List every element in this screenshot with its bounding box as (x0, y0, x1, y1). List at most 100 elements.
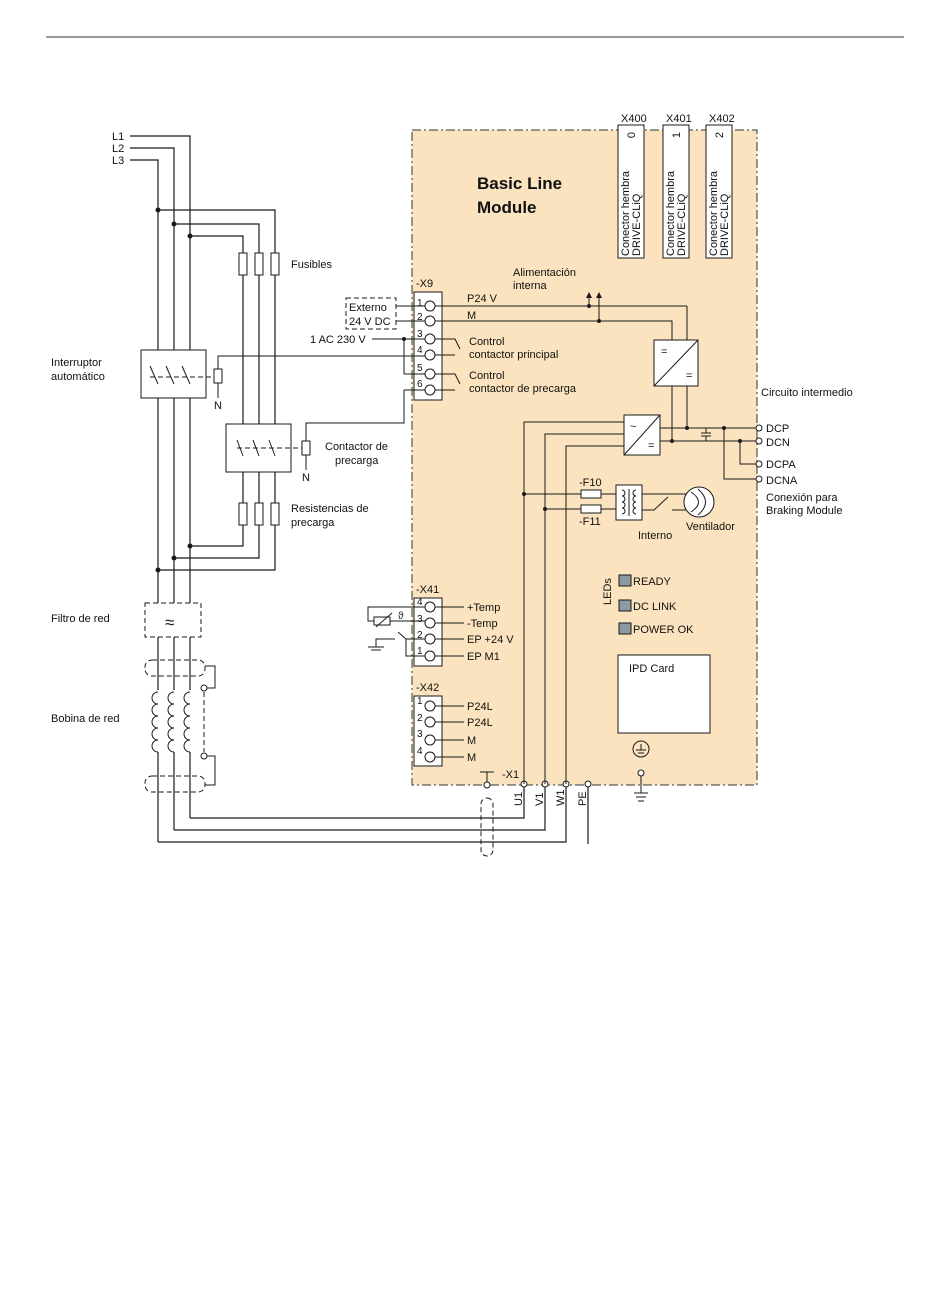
x9-m: M (467, 310, 476, 322)
x9-pin: 3 (417, 329, 423, 340)
cliq-line2: DRIVE-CLiQ (676, 193, 688, 256)
led-label: READY (633, 576, 672, 588)
x41-signal: +Temp (467, 602, 500, 614)
x41-terminal-block: -X41 4 3 2 1 (367, 584, 464, 667)
cliq-socket-x400: X400 0 Conector hembra DRIVE-CLiQ (617, 113, 647, 259)
dc-dcp: DCP (766, 423, 789, 435)
ground-icon (632, 740, 650, 802)
x42-signal: M (467, 735, 476, 747)
precharge-contactor (225, 390, 405, 473)
dc-dcpa: DCPA (766, 459, 796, 471)
x41-signal: -Temp (467, 618, 498, 630)
x9-ctrl2b: contactor de precarga (469, 383, 577, 395)
phase-l3: L3 (112, 155, 124, 167)
cliq-line2: DRIVE-CLiQ (719, 193, 731, 256)
cliq-num: 0 (626, 132, 638, 138)
x9-ctrl1a: Control (469, 336, 504, 348)
x1-label: -X1 (502, 769, 519, 781)
x42-pin: 3 (417, 729, 423, 740)
output-w1: W1 (555, 790, 567, 807)
phase-l1: L1 (112, 131, 124, 143)
x41-pin: 2 (417, 630, 423, 641)
led-ready: READY (618, 574, 672, 588)
cliq-num: 2 (714, 132, 726, 138)
contactor-label-2: precarga (335, 455, 379, 467)
cliq-name: X400 (621, 113, 647, 125)
ipd-label: IPD Card (629, 663, 674, 675)
cliq-num: 1 (671, 132, 683, 138)
dcdc-converter: = = (653, 339, 699, 441)
alim-label-2: interna (513, 280, 548, 292)
alim-label-1: Alimentación (513, 267, 576, 279)
x9-p24v: P24 V (467, 293, 498, 305)
f10-label: -F10 (579, 477, 602, 489)
ventilador-label: Ventilador (686, 521, 735, 533)
output-pe: PE (577, 791, 589, 806)
interruptor-label-1: Interruptor (51, 357, 102, 369)
circuito-label: Circuito intermedio (761, 387, 853, 399)
bobina-label: Bobina de red (51, 713, 120, 725)
x42-pin: 4 (417, 746, 423, 757)
fuses (238, 252, 280, 276)
dc-dcna: DCNA (766, 475, 798, 487)
output-v1: V1 (534, 793, 546, 806)
precharge-resistors (238, 502, 280, 526)
fan-supply (522, 484, 715, 521)
fusibles-label: Fusibles (291, 259, 332, 271)
x42-signal: P24L (467, 701, 493, 713)
line-filter: ≈ (144, 602, 202, 690)
n-label-2: N (302, 472, 310, 484)
x42-signal: M (467, 752, 476, 764)
resist-label-1: Resistencias de (291, 503, 369, 515)
filtro-label: Filtro de red (51, 613, 110, 625)
cliq-line2: DRIVE-CLiQ (631, 193, 643, 256)
module-title-2: Module (477, 198, 537, 217)
ac230-label: 1 AC 230 V (310, 334, 366, 346)
x9-pin: 6 (417, 379, 423, 390)
filter-symbol: ≈ (165, 613, 174, 632)
x42-signal: P24L (467, 717, 493, 729)
f11-label: -F11 (579, 516, 601, 528)
x41-pin: 3 (417, 614, 423, 625)
contactor-label-1: Contactor de (325, 441, 388, 453)
conexion-label-1: Conexión para (766, 492, 838, 504)
n-label-1: N (214, 400, 222, 412)
x9-terminal-block: -X9 1 2 3 4 5 6 (372, 278, 688, 401)
leds-label: LEDs (602, 578, 614, 605)
x41-signal: EP M1 (467, 651, 500, 663)
dc-dcn: DCN (766, 437, 790, 449)
conexion-label-2: Braking Module (766, 505, 842, 517)
output-u1: U1 (513, 792, 525, 806)
led-label: DC LINK (633, 601, 677, 613)
x9-name: -X9 (416, 278, 433, 290)
cliq-name: X402 (709, 113, 735, 125)
cliq-line1: Conector hembra (665, 170, 677, 256)
conv-eq-2: = (686, 370, 692, 382)
cliq-line1: Conector hembra (708, 170, 720, 256)
cliq-socket-x402: X402 2 Conector hembra DRIVE-CLiQ (705, 113, 735, 259)
x9-ctrl2a: Control (469, 370, 504, 382)
x42-name: -X42 (416, 682, 439, 694)
x42-pin: 2 (417, 713, 423, 724)
led-label: POWER OK (633, 624, 694, 636)
x42-pin: 1 (417, 696, 423, 707)
interno-label: Interno (638, 530, 672, 542)
x41-name: -X41 (416, 584, 439, 596)
x41-signal: EP +24 V (467, 634, 514, 646)
rect-eq: = (648, 440, 654, 452)
led-power-ok: POWER OK (618, 622, 694, 636)
line-reactor (144, 659, 589, 844)
x42-terminal-block: -X42 1 2 3 4 (413, 682, 464, 767)
circuit-breaker (140, 349, 404, 399)
dc-terminals (755, 424, 763, 483)
rect-ac: ~ (630, 421, 636, 433)
interruptor-label-2: automático (51, 371, 105, 383)
phase-wiring (130, 135, 276, 603)
x9-pin: 4 (417, 345, 423, 356)
rectifier: ~ = (523, 414, 756, 784)
module-title-1: Basic Line (477, 174, 562, 193)
conv-eq-1: = (661, 346, 667, 358)
cliq-line1: Conector hembra (620, 170, 632, 256)
led-dc-link: DC LINK (618, 599, 677, 613)
